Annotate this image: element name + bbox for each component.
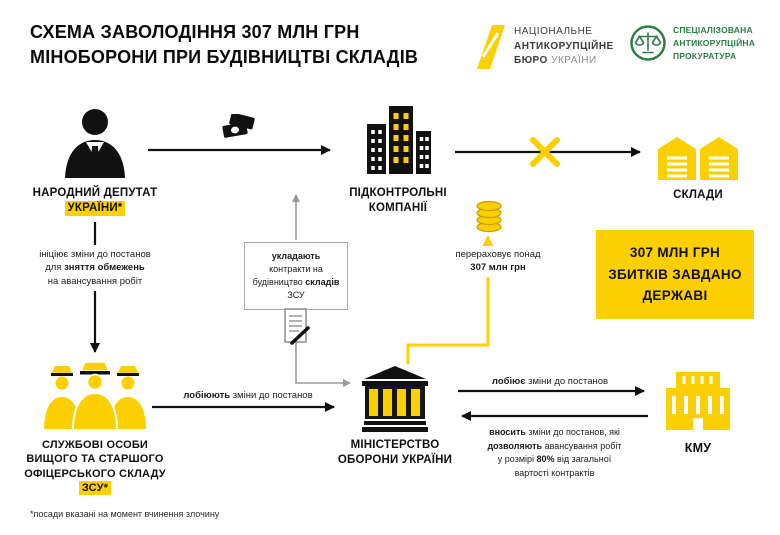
- nabu-mark-icon: [477, 25, 505, 69]
- officers-label-highlight: ЗСУ*: [78, 480, 112, 496]
- nabu-logo-text: НАЦІОНАЛЬНЕ АНТИКОРУПЦІЙНЕ БЮРО УКРАЇНИ: [514, 26, 614, 66]
- footnote: *посади вказані на момент вчинення злочи…: [30, 509, 220, 519]
- page-title: СХЕМА ЗАВОЛОДІННЯ 307 МЛН ГРН МІНОБОРОНИ…: [30, 20, 418, 70]
- deputy-label: НАРОДНИЙ ДЕПУТАТ УКРАЇНИ*: [32, 187, 158, 216]
- coins-icon: [475, 197, 503, 238]
- sap-logo-text: СПЕЦІАЛІЗОВАНА АНТИКОРУПЦІЙНА ПРОКУРАТУР…: [673, 25, 756, 61]
- kmu-icon: [666, 372, 730, 435]
- officers-label: СЛУЖБОВІ ОСОБИ ВИЩОГО ТА СТАРШОГО ОФІЦЕР…: [24, 439, 166, 496]
- companies-icon: [365, 104, 431, 179]
- amendment-note: вносить зміни до постанов, які дозволяют…: [487, 427, 622, 478]
- sap-logo: СПЕЦІАЛІЗОВАНА АНТИКОРУПЦІЙНА ПРОКУРАТУР…: [630, 24, 755, 62]
- companies-label: ПІДКОНТРОЛЬНІ КОМПАНІЇ: [349, 187, 447, 214]
- transfer-note: перераховує понад 307 млн грн: [443, 246, 553, 277]
- contract-document-icon: [283, 308, 311, 351]
- warehouses-icon: [658, 134, 738, 185]
- kmu-label: КМУ: [684, 441, 712, 455]
- page-title-line1: СХЕМА ЗАВОЛОДІННЯ 307 МЛН ГРН: [30, 22, 360, 42]
- lobby-single-note: лобіює зміни до постанов: [491, 376, 609, 387]
- warehouses-label: СКЛАДИ: [673, 189, 723, 201]
- page-title-line2: МІНОБОРОНИ ПРИ БУДІВНИЦТВІ СКЛАДІВ: [30, 47, 419, 68]
- deputy-label-highlight: УКРАЇНИ*: [64, 200, 126, 216]
- ministry-icon: [362, 366, 428, 437]
- contract-note: укладають контракти на будівництво склад…: [244, 242, 348, 311]
- damage-box: 307 МЛН ГРН ЗБИТКІВ ЗАВДАНО ДЕРЖАВІ: [596, 230, 754, 319]
- nabu-logo: НАЦІОНАЛЬНЕ АНТИКОРУПЦІЙНЕ БЮРО УКРАЇНИ: [477, 25, 614, 69]
- officers-icon: [40, 361, 150, 435]
- deputy-icon: [60, 106, 130, 183]
- money-icon: [222, 112, 258, 147]
- ministry-label: МІНІСТЕРСТВО ОБОРОНИ УКРАЇНИ: [337, 439, 453, 466]
- initiates-note: ініціює зміни до постанов для зняття обм…: [20, 245, 170, 291]
- sap-emblem-icon: [630, 25, 666, 61]
- x-mark-icon: [529, 136, 561, 173]
- lobby-plural-note: лобіюють зміни до постанов: [183, 390, 313, 401]
